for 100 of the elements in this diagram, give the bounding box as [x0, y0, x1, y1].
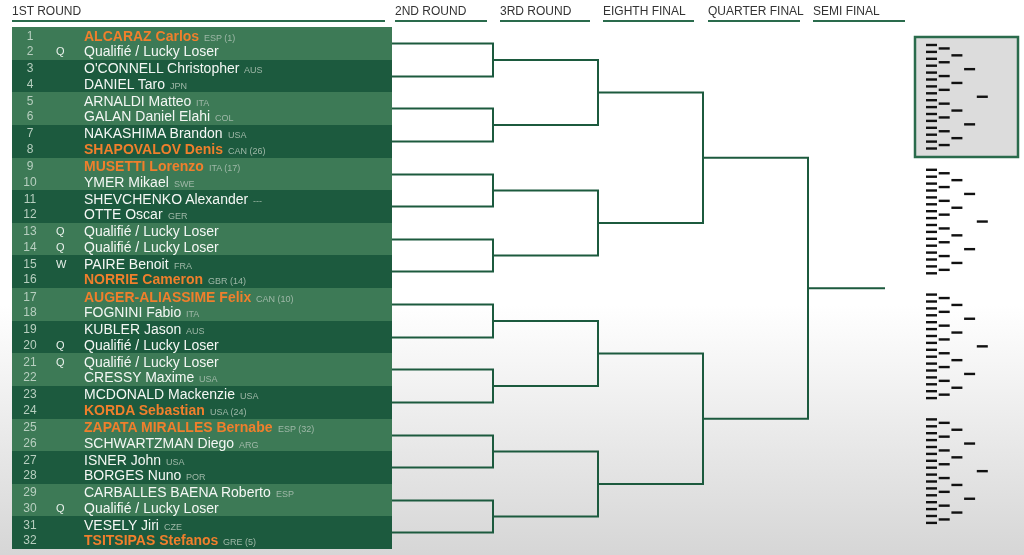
player-name: Qualifié / Lucky Loser — [84, 499, 219, 516]
country-code: GBR (14) — [208, 275, 246, 289]
match-band — [12, 190, 392, 223]
country-code: ITA — [186, 308, 200, 322]
draw-position-number: 28 — [22, 467, 38, 484]
player-name: Qualifié / Lucky Loser — [84, 238, 219, 255]
match-band — [12, 385, 392, 419]
match-band — [12, 288, 392, 321]
player-name: ISNER John — [84, 451, 162, 468]
bracket-line — [391, 368, 494, 404]
country-code: USA — [228, 129, 247, 143]
match-band — [12, 92, 392, 125]
match-band — [12, 483, 392, 517]
match-band — [12, 320, 392, 354]
player-name: VESELY Jiri — [84, 516, 159, 533]
draw-position-number: 11 — [22, 190, 38, 207]
player-name: GALAN Daniel Elahi — [84, 108, 211, 125]
country-code: COL — [215, 112, 234, 126]
match-band — [12, 59, 392, 93]
player-name: SCHWARTZMAN Diego — [84, 434, 235, 451]
country-code: FRA — [174, 259, 192, 273]
match-band — [12, 451, 392, 484]
draw-position-number: 12 — [22, 206, 38, 223]
player-name: ARNALDI Matteo — [84, 92, 192, 109]
bracket-line — [391, 107, 494, 143]
player-name: MUSETTI Lorenzo — [84, 158, 204, 174]
country-code: ESP (1) — [204, 31, 236, 45]
country-code: GER — [168, 210, 188, 224]
player-name: O'CONNELL Christopher — [84, 60, 240, 77]
player-name: TSITSIPAS Stefanos — [84, 532, 219, 549]
country-code: AUS — [244, 64, 263, 78]
player-name: MCDONALD Mackenzie — [84, 386, 235, 403]
player-name: YMER Mikael — [84, 173, 169, 190]
player-name: Qualifié / Lucky Loser — [84, 353, 219, 370]
country-code: ESP (32) — [278, 423, 315, 436]
bracket-line — [391, 499, 494, 534]
player-name: SHAPOVALOV Denis — [84, 140, 223, 157]
player-name: KUBLER Jason — [84, 321, 182, 338]
player-name: PAIRE Benoit — [84, 255, 169, 272]
draw-position-number: 20 — [22, 336, 38, 353]
round-header: 1ST ROUND — [12, 4, 385, 22]
draw-position-number: 21 — [22, 353, 38, 370]
player-name: FOGNINI Fabio — [84, 304, 182, 321]
match-band — [12, 157, 392, 191]
draw-position-number: 31 — [22, 516, 38, 533]
match-band — [12, 255, 392, 288]
draw-position-number: 16 — [22, 271, 38, 288]
match-band — [12, 353, 392, 386]
bracket-line — [391, 303, 494, 339]
player-name: AUGER-ALIASSIME Felix — [84, 288, 252, 305]
draw-position-number: 32 — [22, 532, 38, 549]
draw-position-number: 1 — [25, 27, 35, 44]
draw-position-number: 6 — [25, 108, 35, 125]
draw-position-number: 27 — [22, 451, 38, 468]
entry-status: Q — [56, 44, 65, 60]
country-code: JPN — [170, 79, 187, 93]
player-name: Qualifié / Lucky Loser — [84, 43, 219, 60]
country-code: ITA (17) — [209, 162, 241, 175]
bracket-line — [391, 42, 494, 78]
country-code: GRE (5) — [223, 536, 256, 550]
round-header: 2ND ROUND — [395, 4, 487, 22]
player-name: CARBALLES BAENA Roberto — [84, 484, 271, 501]
match-band — [12, 516, 392, 549]
draw-position-number: 8 — [25, 140, 35, 157]
match-band — [12, 418, 392, 452]
country-code: CZE — [164, 520, 182, 534]
draw-position-number: 14 — [22, 238, 38, 255]
draw-position-number: 29 — [22, 484, 38, 501]
player-name: DANIEL Taro — [84, 75, 165, 92]
bracket-line — [391, 238, 494, 273]
country-code: CAN (10) — [256, 292, 294, 306]
draw-position-number: 25 — [22, 419, 38, 435]
player-name: ZAPATA MIRALLES Bernabe — [84, 419, 273, 435]
player-name: Qualifié / Lucky Loser — [84, 336, 219, 353]
country-code: USA — [199, 373, 218, 387]
round-header: EIGHTH FINAL — [603, 4, 694, 22]
draw-position-number: 19 — [22, 321, 38, 338]
country-code: USA — [166, 455, 185, 469]
player-name: CRESSY Maxime — [84, 369, 195, 386]
round-header: SEMI FINAL — [813, 4, 905, 22]
country-code: USA — [240, 390, 259, 404]
draw-position-number: 13 — [22, 223, 38, 240]
country-code: --- — [253, 194, 262, 208]
entry-status: Q — [56, 224, 65, 240]
country-code: POR — [186, 471, 206, 485]
player-name: NORRIE Cameron — [84, 271, 204, 288]
country-code: SWE — [174, 177, 195, 191]
country-code: ITA — [196, 96, 210, 110]
match-band — [12, 124, 392, 158]
match-band — [12, 27, 392, 60]
entry-status: Q — [56, 500, 65, 516]
player-name: Qualifié / Lucky Loser — [84, 223, 219, 240]
draw-position-number: 10 — [22, 173, 38, 190]
country-code: USA (24) — [210, 405, 247, 419]
country-code: ESP — [276, 488, 294, 502]
country-code: AUS — [186, 325, 205, 339]
player-name: KORDA Sebastian — [84, 401, 205, 418]
draw-position-number: 7 — [25, 125, 35, 142]
player-name: SHEVCHENKO Alexander — [84, 190, 249, 207]
draw-position-number: 2 — [25, 43, 35, 60]
